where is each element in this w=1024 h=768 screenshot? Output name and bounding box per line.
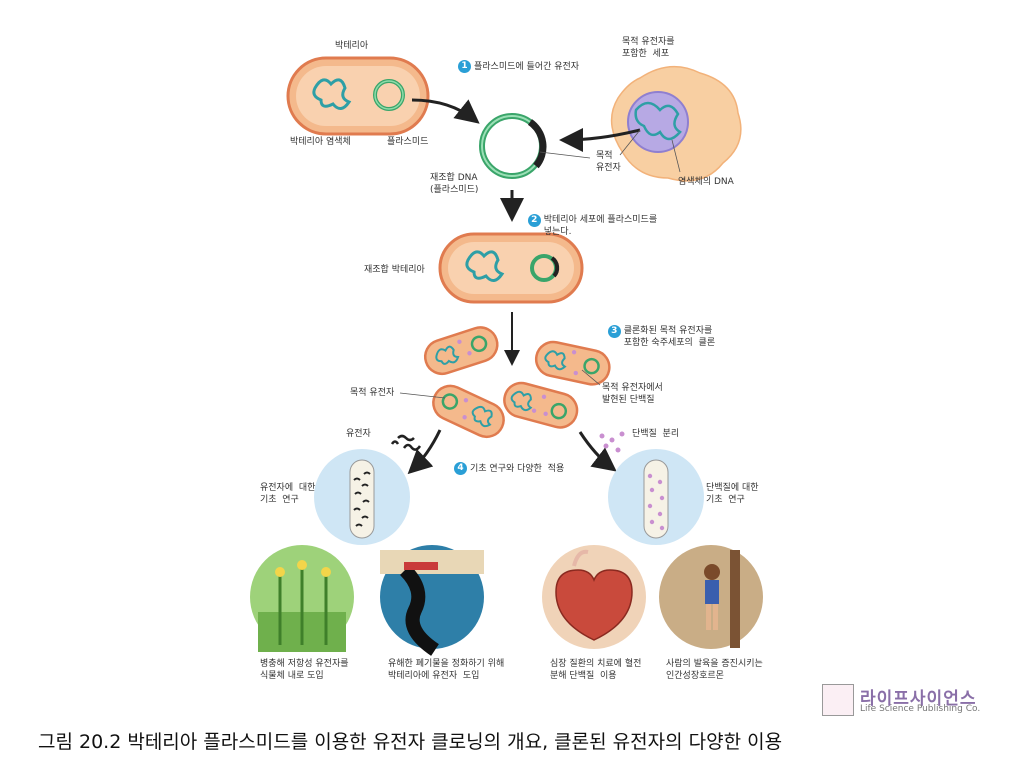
label-gene: 유전자 bbox=[346, 429, 371, 439]
step-text: 기초 연구와 다양한 적용 bbox=[470, 464, 565, 474]
clone-bacteria bbox=[423, 326, 611, 439]
label-plasmid: 플라스미드 bbox=[387, 137, 429, 147]
step-badge: 3 bbox=[607, 325, 621, 338]
label-bacteria: 박테리아 bbox=[335, 41, 369, 51]
gene-fragments bbox=[390, 434, 422, 451]
label-bacterial-chromosome: 박테리아 염색체 bbox=[290, 137, 351, 147]
step-text: 박테리아 세포에 플라스미드를 넣는다. bbox=[543, 215, 658, 237]
label-basic-research-protein: 단백질에 대한 기초 연구 bbox=[706, 483, 759, 505]
label-app-heart: 심장 질환의 치료에 혈전 분해 단백질 이용 bbox=[550, 659, 642, 681]
app-heart-image bbox=[542, 545, 646, 649]
label-target-gene-short: 목적 유전자 bbox=[596, 151, 621, 173]
label-protein-expressed: 목적 유전자에서 발현된 단백질 bbox=[602, 383, 663, 405]
arrow-to-gene-tube bbox=[407, 429, 442, 475]
recombinant-bacterium bbox=[438, 232, 584, 304]
step-badge: 1 bbox=[458, 60, 471, 73]
label-recombinant-dna: 재조합 DNA (플라스미드) bbox=[430, 173, 479, 195]
app-plant-image bbox=[250, 545, 354, 652]
label-app-growth: 사람의 발육을 증진시키는 인간성장호르몬 bbox=[666, 659, 763, 681]
recombinant-plasmid bbox=[479, 113, 547, 179]
arrow-to-protein-tube bbox=[578, 431, 617, 472]
publisher-name-ko: 라이프사이언스 bbox=[860, 689, 977, 709]
label-chromosome-dna: 염색체의 DNA bbox=[678, 177, 734, 187]
label-app-oil: 유해한 폐기물을 정화하기 위해 박테리아에 유전자 도입 bbox=[388, 659, 505, 681]
publisher-logo: 라이프사이언스 Life Science Publishing Co. bbox=[822, 684, 992, 718]
label-target-gene: 목적 유전자 bbox=[350, 388, 395, 398]
source-cell bbox=[610, 65, 742, 182]
arrow-plasmid bbox=[411, 98, 480, 124]
publisher-icon bbox=[822, 684, 854, 716]
publisher-name-en: Life Science Publishing Co. bbox=[860, 704, 981, 714]
arrow-gene-to-plasmid bbox=[559, 127, 641, 152]
label-cell-with-gene: 목적 유전자를 포함한 세포 bbox=[622, 37, 675, 59]
gene-tube bbox=[314, 449, 410, 545]
app-growth-image bbox=[659, 545, 763, 649]
label-basic-research-gene: 유전자에 대한 기초 연구 bbox=[260, 483, 316, 505]
step-badge: 4 bbox=[454, 462, 467, 475]
step-text: 플라스미드에 들어간 유전자 bbox=[474, 62, 580, 72]
bacterium-top bbox=[286, 56, 430, 136]
bacterial-chromosome bbox=[312, 78, 352, 110]
label-app-plant: 병충해 저항성 유전자를 식물체 내로 도입 bbox=[260, 659, 349, 681]
protein-dots bbox=[599, 431, 625, 453]
label-recombinant-bacteria: 재조합 박테리아 bbox=[364, 265, 425, 275]
label-protein-isolation: 단백질 분리 bbox=[632, 429, 680, 439]
step-text: 클론화된 목적 유전자를 포함한 숙주세포의 클론 bbox=[623, 326, 716, 348]
figure-caption: 그림 20.2 박테리아 플라스미드를 이용한 유전자 클로닝의 개요, 클론된… bbox=[38, 731, 783, 753]
app-oil-image bbox=[380, 545, 484, 656]
protein-tube bbox=[608, 449, 704, 545]
step-badge: 2 bbox=[527, 214, 541, 227]
